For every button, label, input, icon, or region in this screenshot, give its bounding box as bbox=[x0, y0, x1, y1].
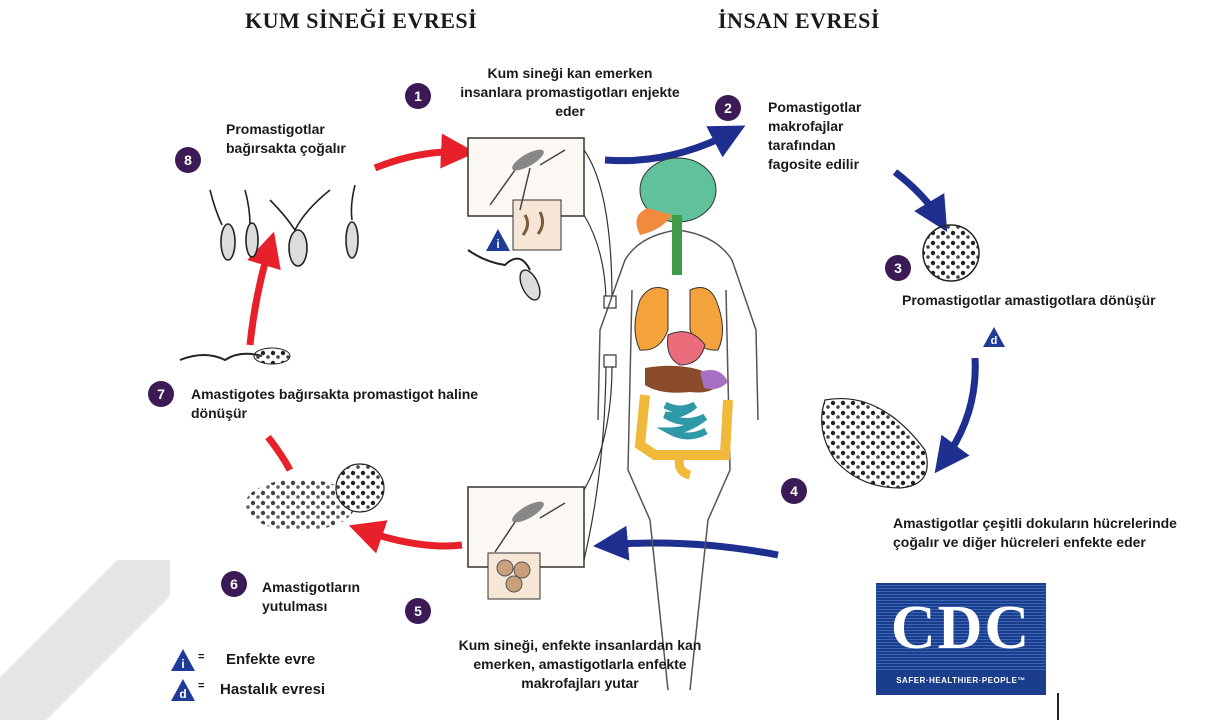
diagnostic-stage-marker: d bbox=[982, 326, 1006, 348]
sand-fly-feeding-box-bottom bbox=[468, 487, 584, 599]
arrow-1-to-2 bbox=[605, 132, 733, 161]
legend-diagnostic-letter: d bbox=[179, 687, 186, 701]
step-1-line-2: insanlara promastigotları enjekte bbox=[450, 83, 690, 102]
cdc-logo-wordmark: CDC bbox=[876, 593, 1046, 664]
step-4-badge: 4 bbox=[781, 478, 807, 504]
step-1-line-1: Kum sineği kan emerken bbox=[450, 64, 690, 83]
step-2-label: Pomastigotlar makrofajlar tarafından fag… bbox=[768, 98, 898, 174]
step-3-label: Promastigotlar amastigotlara dönüşür bbox=[902, 291, 1192, 310]
step-1-badge: 1 bbox=[405, 83, 431, 109]
step-1-label: Kum sineği kan emerken insanlara promast… bbox=[450, 64, 690, 121]
legend-diagnostic-label: Hastalık evresi bbox=[220, 681, 325, 698]
cdc-logo: CDC SAFER·HEALTHIER·PEOPLE™ bbox=[876, 583, 1046, 695]
arrow-4-to-5 bbox=[607, 543, 778, 555]
human-stage-title: İNSAN EVRESİ bbox=[718, 8, 880, 34]
step-2-line-2: makrofajlar bbox=[768, 117, 898, 136]
step-2-badge: 2 bbox=[715, 95, 741, 121]
cdc-logo-tagline: SAFER·HEALTHIER·PEOPLE™ bbox=[876, 676, 1046, 685]
promastigote-transforming bbox=[180, 348, 290, 364]
step-1-line-3: eder bbox=[450, 102, 690, 121]
step-2-line-3: tarafından bbox=[768, 136, 898, 155]
arrow-7-to-8 bbox=[250, 245, 270, 345]
step-3-line-1: Promastigotlar amastigotlara dönüşür bbox=[902, 291, 1192, 310]
legend-infective-letter: i bbox=[181, 657, 184, 671]
step-7-line-2: dönüşür bbox=[191, 404, 521, 423]
sand-fly-stage-title: KUM SİNEĞİ EVRESİ bbox=[245, 8, 477, 34]
step-5-line-2: emerken, amastigotlarla enfekte bbox=[450, 655, 710, 674]
legend-diagnostic-equals: = bbox=[198, 680, 204, 692]
step-5-line-1: Kum sineği, enfekte insanlardan kan bbox=[450, 636, 710, 655]
promastigotes-in-gut bbox=[210, 185, 358, 266]
step-6-line-1: Amastigotların bbox=[262, 578, 402, 597]
diagnostic-marker-letter: d bbox=[991, 335, 998, 347]
human-body bbox=[598, 158, 758, 690]
arrow-2-to-3 bbox=[895, 172, 940, 220]
step-8-line-2: bağırsakta çoğalır bbox=[226, 139, 406, 158]
step-2-line-4: fagosite edilir bbox=[768, 155, 898, 174]
step-5-label: Kum sineği, enfekte insanlardan kan emer… bbox=[450, 636, 710, 693]
legend-infective-icon: i bbox=[170, 648, 196, 672]
step-5-line-3: makrofajları yutar bbox=[450, 674, 710, 693]
step-7-badge: 7 bbox=[148, 381, 174, 407]
step-4-label: Amastigotlar çeşitli dokuların hücreleri… bbox=[893, 514, 1193, 552]
infective-stage-marker: i bbox=[485, 228, 511, 252]
step-6-label: Amastigotların yutulması bbox=[262, 578, 402, 616]
legend-infective-equals: = bbox=[198, 651, 204, 663]
macrophage-with-amastigotes bbox=[923, 225, 979, 281]
ingested-amastigotes bbox=[245, 464, 384, 531]
step-2-line-1: Pomastigotlar bbox=[768, 98, 898, 117]
step-5-badge: 5 bbox=[405, 598, 431, 624]
step-8-line-1: Promastigotlar bbox=[226, 120, 406, 139]
step-3-badge: 3 bbox=[885, 255, 911, 281]
step-6-badge: 6 bbox=[221, 571, 247, 597]
legend-diagnostic-icon: d bbox=[170, 678, 196, 702]
injected-promastigote bbox=[468, 250, 544, 303]
arrow-3-to-4 bbox=[943, 358, 975, 462]
vertical-rule bbox=[1057, 693, 1059, 720]
legend-infective-label: Enfekte evre bbox=[226, 651, 315, 668]
step-8-label: Promastigotlar bağırsakta çoğalır bbox=[226, 120, 406, 158]
infective-marker-letter: i bbox=[496, 237, 499, 251]
step-8-badge: 8 bbox=[175, 147, 201, 173]
step-7-label: Amastigotes bağırsakta promastigot halin… bbox=[191, 385, 521, 423]
infected-tissue-cells bbox=[822, 399, 928, 488]
arrow-6-to-7 bbox=[268, 437, 290, 470]
step-4-line-1: Amastigotlar çeşitli dokuların hücreleri… bbox=[893, 514, 1193, 533]
step-7-line-1: Amastigotes bağırsakta promastigot halin… bbox=[191, 385, 521, 404]
step-4-line-2: çoğalır ve diğer hücreleri enfekte eder bbox=[893, 533, 1193, 552]
step-6-line-2: yutulması bbox=[262, 597, 402, 616]
arrow-5-to-6 bbox=[362, 530, 462, 546]
